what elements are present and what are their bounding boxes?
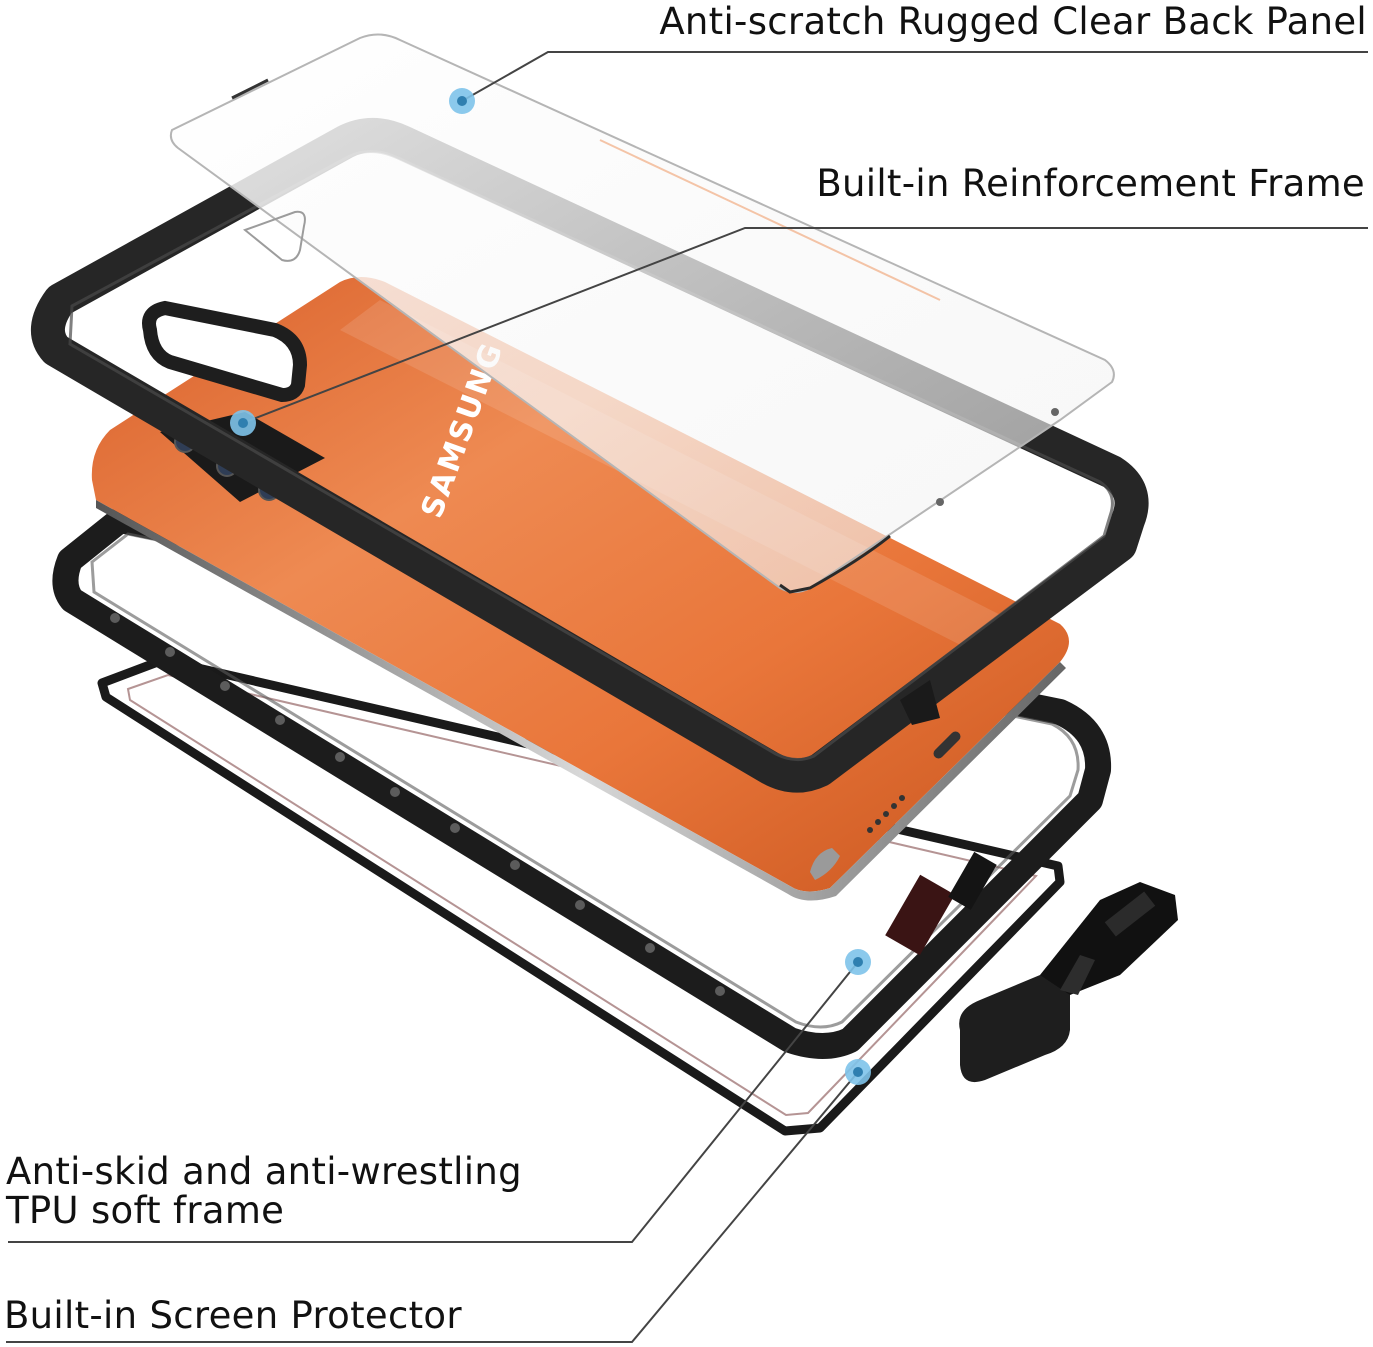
callout-back-panel: Anti-scratch Rugged Clear Back Panel <box>659 0 1367 43</box>
leader-lines <box>6 51 1368 1343</box>
callout-tpu-frame-line1: Anti-skid and anti-wrestling <box>6 1150 522 1193</box>
clear-back-panel-layer <box>169 33 1115 594</box>
callout-screen-protector: Built-in Screen Protector <box>4 1294 462 1337</box>
callout-reinforcement-frame: Built-in Reinforcement Frame <box>816 162 1365 205</box>
callout-markers <box>230 88 871 1085</box>
tpu-frame-layer <box>52 507 1112 1059</box>
callout-tpu-frame-line2: TPU soft frame <box>6 1189 285 1232</box>
port-plug <box>959 882 1178 1083</box>
callout-tpu-frame: Anti-skid and anti-wrestling TPU soft fr… <box>6 1152 522 1230</box>
